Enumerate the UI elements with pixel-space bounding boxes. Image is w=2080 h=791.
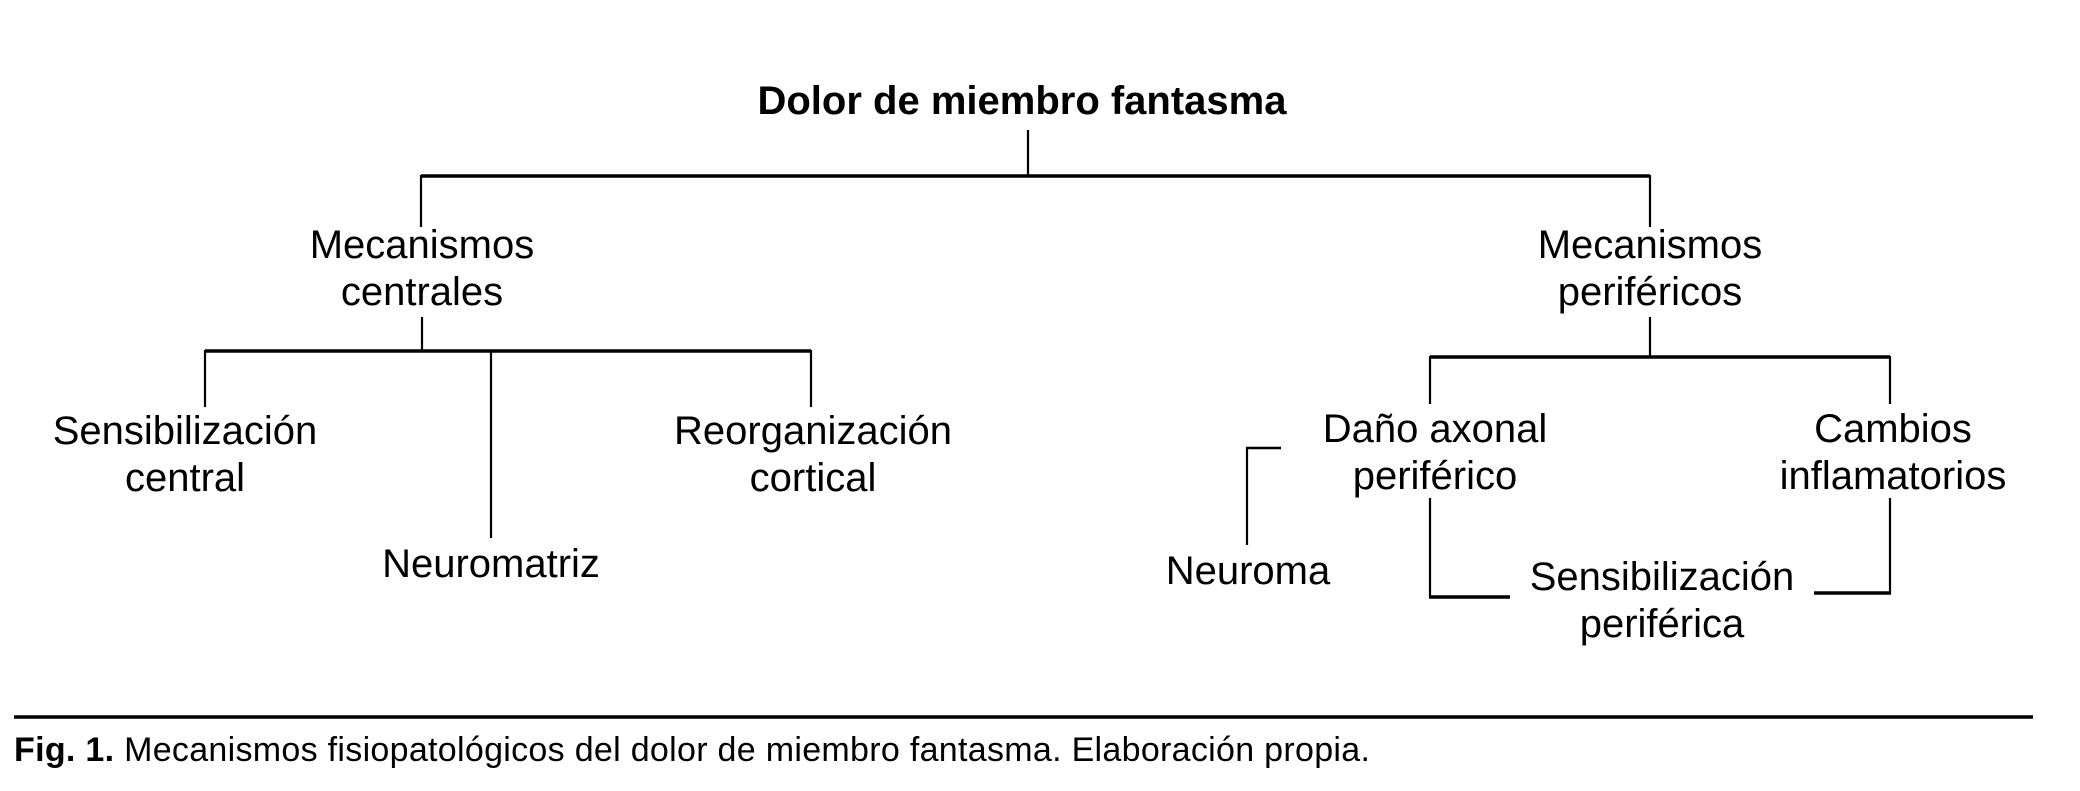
node-label-line: periférico [1352, 454, 1518, 498]
node-label-line: Sensibilización [1529, 555, 1795, 599]
node-label-line: Mecanismos [309, 223, 535, 267]
node-mecanismos-centrales: Mecanismos centrales [222, 222, 622, 316]
node-label-line: centrales [340, 270, 504, 314]
node-label-line: central [124, 456, 246, 500]
diagram-root-title: Dolor de miembro fantasma [757, 79, 1287, 123]
node-label-line: Neuromatriz [382, 542, 600, 586]
node-label-line: Reorganización [674, 409, 952, 453]
node-neuroma: Neuroma [1048, 548, 1448, 595]
node-label-line: Daño axonal [1322, 407, 1548, 451]
node-neuromatriz: Neuromatriz [291, 541, 691, 588]
node-mecanismos-perifericos: Mecanismos periféricos [1450, 222, 1850, 316]
node-label-line: Neuroma [1165, 549, 1331, 593]
figure-caption-label: Fig. 1. [14, 731, 115, 769]
node-label-line: periféricos [1557, 270, 1743, 314]
node-sensibilizacion-periferica: Sensibilización periférica [1462, 554, 1862, 648]
node-label-line: Sensibilización [52, 409, 318, 453]
node-label-line: periférica [1579, 602, 1745, 646]
node-label-line: cortical [749, 456, 877, 500]
figure-caption-text: Mecanismos fisiopatológicos del dolor de… [124, 731, 1371, 769]
node-label-line: Mecanismos [1537, 223, 1763, 267]
node-label-line: Cambios [1814, 407, 1972, 451]
node-dano-axonal-periferico: Daño axonal periférico [1235, 406, 1635, 500]
node-sensibilizacion-central: Sensibilización central [0, 408, 385, 502]
node-reorganizacion-cortical: Reorganización cortical [613, 408, 1013, 502]
node-label-line: inflamatorios [1779, 454, 2007, 498]
figure-caption: Fig. 1. Mecanismos fisiopatológicos del … [14, 729, 2064, 771]
node-cambios-inflamatorios: Cambios inflamatorios [1693, 406, 2080, 500]
